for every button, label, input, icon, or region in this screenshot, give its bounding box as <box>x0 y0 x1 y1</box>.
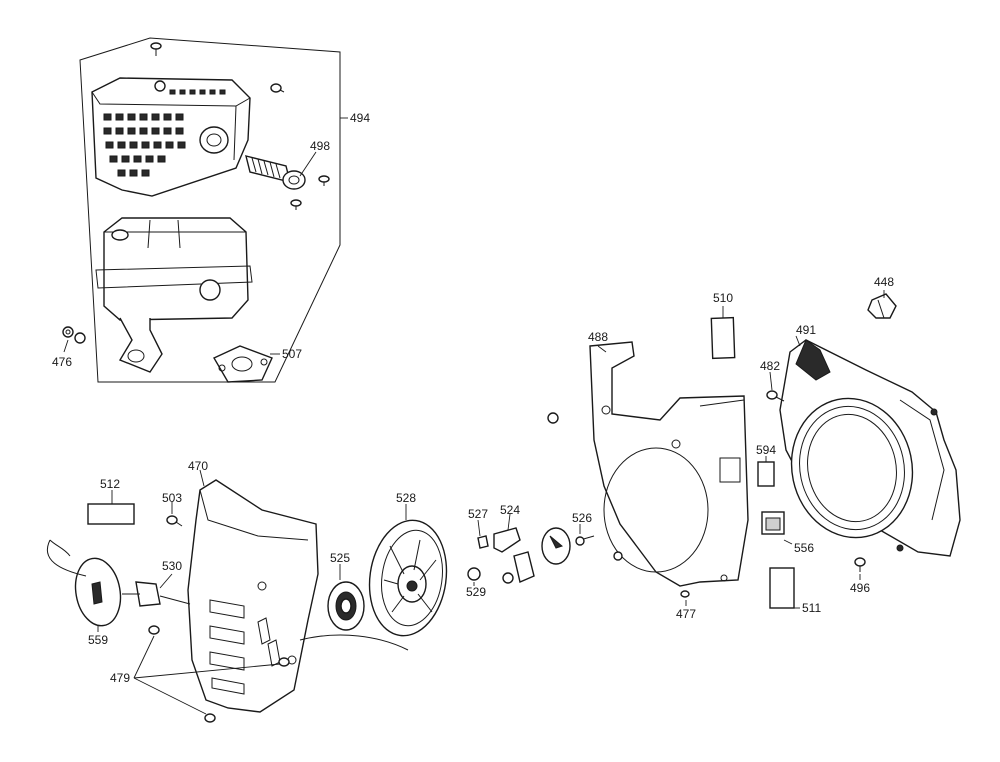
baffle-small-nut[interactable] <box>613 551 623 561</box>
decal-594[interactable] <box>757 461 775 487</box>
recoil-spring-525[interactable] <box>327 581 365 631</box>
callout-512: 512 <box>100 477 120 491</box>
starter-pulley-528[interactable] <box>362 515 453 640</box>
muffler-assembly-group <box>62 37 341 383</box>
starter-cup[interactable] <box>541 527 571 565</box>
callout-448: 448 <box>874 275 894 289</box>
starter-pawl-527[interactable] <box>477 535 489 549</box>
housing-screw-upper[interactable] <box>766 390 785 402</box>
callout-479: 479 <box>110 671 130 685</box>
starter-spring-529[interactable] <box>467 567 481 581</box>
callout-503: 503 <box>162 491 182 505</box>
callout-594: 594 <box>756 443 776 457</box>
callout-529: 529 <box>466 585 486 599</box>
starter-handle-559[interactable] <box>47 539 125 629</box>
callout-labels: 494 498 476 507 510 488 491 448 482 594 … <box>52 111 894 685</box>
housing-screw-lower[interactable] <box>854 557 866 572</box>
callout-477: 477 <box>676 607 696 621</box>
callout-498: 498 <box>310 139 330 153</box>
assembly-box-outline <box>79 37 341 383</box>
callout-530: 530 <box>162 559 182 573</box>
callout-556: 556 <box>794 541 814 555</box>
callout-496: 496 <box>850 581 870 595</box>
starter-rope <box>122 593 409 651</box>
guard-side-screw[interactable] <box>270 83 285 93</box>
blower-housing[interactable] <box>779 339 961 557</box>
callout-470: 470 <box>188 459 208 473</box>
starter-screw-526[interactable] <box>575 535 595 546</box>
screw-479-b[interactable] <box>278 657 290 667</box>
exhaust-gasket[interactable] <box>213 345 273 383</box>
callout-482: 482 <box>760 359 780 373</box>
callout-476: 476 <box>52 355 72 369</box>
callout-511: 511 <box>802 601 821 615</box>
baffle-nut[interactable] <box>547 412 559 424</box>
callout-528: 528 <box>396 491 416 505</box>
callout-527: 527 <box>468 507 488 521</box>
switch-556[interactable] <box>761 511 785 535</box>
baffle-screw-lower[interactable] <box>680 590 690 598</box>
housing-screw-503[interactable] <box>166 515 183 527</box>
decal-511[interactable] <box>769 567 795 609</box>
leader-lines <box>63 117 885 715</box>
callout-559: 559 <box>88 633 108 647</box>
decal-510[interactable] <box>710 316 736 360</box>
callout-491: 491 <box>796 323 816 337</box>
rope-grip-530[interactable] <box>135 581 161 607</box>
muffler-body[interactable] <box>95 217 253 373</box>
callout-525: 525 <box>330 551 350 565</box>
baffle-plate[interactable] <box>589 341 749 587</box>
callout-494: 494 <box>350 111 370 125</box>
callout-524: 524 <box>500 503 520 517</box>
callout-488: 488 <box>588 330 608 344</box>
housing-clip[interactable] <box>867 293 897 319</box>
screw-479-a[interactable] <box>148 625 160 635</box>
screw-479-c[interactable] <box>204 713 216 723</box>
callout-526: 526 <box>572 511 592 525</box>
callout-507: 507 <box>282 347 302 361</box>
muffler-guard[interactable] <box>91 77 251 197</box>
callout-510: 510 <box>713 291 733 305</box>
guard-top-screw[interactable] <box>150 42 162 56</box>
spark-arrester[interactable] <box>245 155 306 190</box>
muffler-nuts[interactable] <box>62 326 86 344</box>
starter-housing-470[interactable] <box>187 479 319 713</box>
starter-pawl-524[interactable] <box>493 527 535 584</box>
arrester-screw-upper[interactable] <box>318 175 330 186</box>
arrester-screw-lower[interactable] <box>290 199 302 210</box>
decal-512[interactable] <box>87 503 135 525</box>
